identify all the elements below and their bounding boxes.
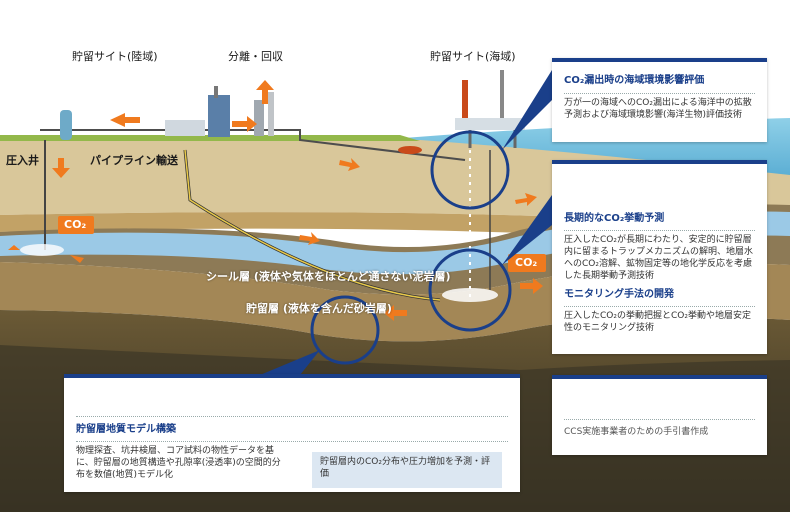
label-reservoir-layer: 貯留層 (液体を含んだ砂岩層): [246, 302, 392, 315]
label-site-land: 貯留サイト(陸域): [72, 50, 158, 63]
panel-longterm-title: 長期的なCO₂挙動予測: [564, 213, 665, 224]
panel-leak-text: 万が一の海域へのCO₂漏出による海洋中の拡散予測および海域環境影響(海洋生物)評…: [564, 98, 752, 120]
label-pipeline: パイプライン輸送: [90, 154, 178, 167]
co2-tag-right: CO₂: [515, 256, 538, 269]
panel-monitoring-title: モニタリング手法の開発: [564, 289, 674, 300]
label-seal-layer: シール層 (液体や気体をほとんど通さない泥岩層): [206, 270, 451, 283]
panel-geo-model: 貯留層地質モデル構築 物理探査、坑井検層、コア試料の物性データを基に、貯留層の地…: [64, 374, 520, 492]
panel-model-text: 物理探査、坑井検層、コア試料の物性データを基に、貯留層の地質構造や孔隙率(浸透率…: [76, 446, 281, 480]
panel-guide-text: CCS実施事業者のための手引書作成: [564, 427, 709, 437]
focus-circle-model: [310, 295, 380, 365]
panel-model-result: 貯留層内のCO₂分布や圧力増加を予測・評価: [312, 452, 502, 488]
panel-longterm-text: 圧入したCO₂が長期にわたり、安定的に貯留層内に留まるトラップメカニズムの解明、…: [564, 235, 754, 281]
focus-circle-leak: [430, 130, 510, 210]
panel-leak-assessment: CO₂漏出時の海域環境影響評価 万が一の海域へのCO₂漏出による海洋中の拡散予測…: [552, 58, 767, 142]
co2-tag-left: CO₂: [64, 218, 87, 231]
panel-model-title: 貯留層地質モデル構築: [76, 424, 176, 435]
focus-circle-reservoir: [428, 248, 512, 332]
label-injection-well: 圧入井: [6, 154, 39, 167]
panel-leak-title: CO₂漏出時の海域環境影響評価: [564, 75, 705, 86]
panel-monitoring-text: 圧入したCO₂の挙動把握とCO₂挙動や地層安定性のモニタリング技術: [564, 311, 751, 333]
panel-guide: CCS実施事業者のための手引書作成: [552, 375, 767, 455]
label-separation: 分離・回収: [228, 50, 283, 63]
label-site-sea: 貯留サイト(海域): [430, 50, 516, 63]
flow-arrows: [8, 80, 543, 321]
panel-long-term: 長期的なCO₂挙動予測 圧入したCO₂が長期にわたり、安定的に貯留層内に留まるト…: [552, 160, 767, 354]
